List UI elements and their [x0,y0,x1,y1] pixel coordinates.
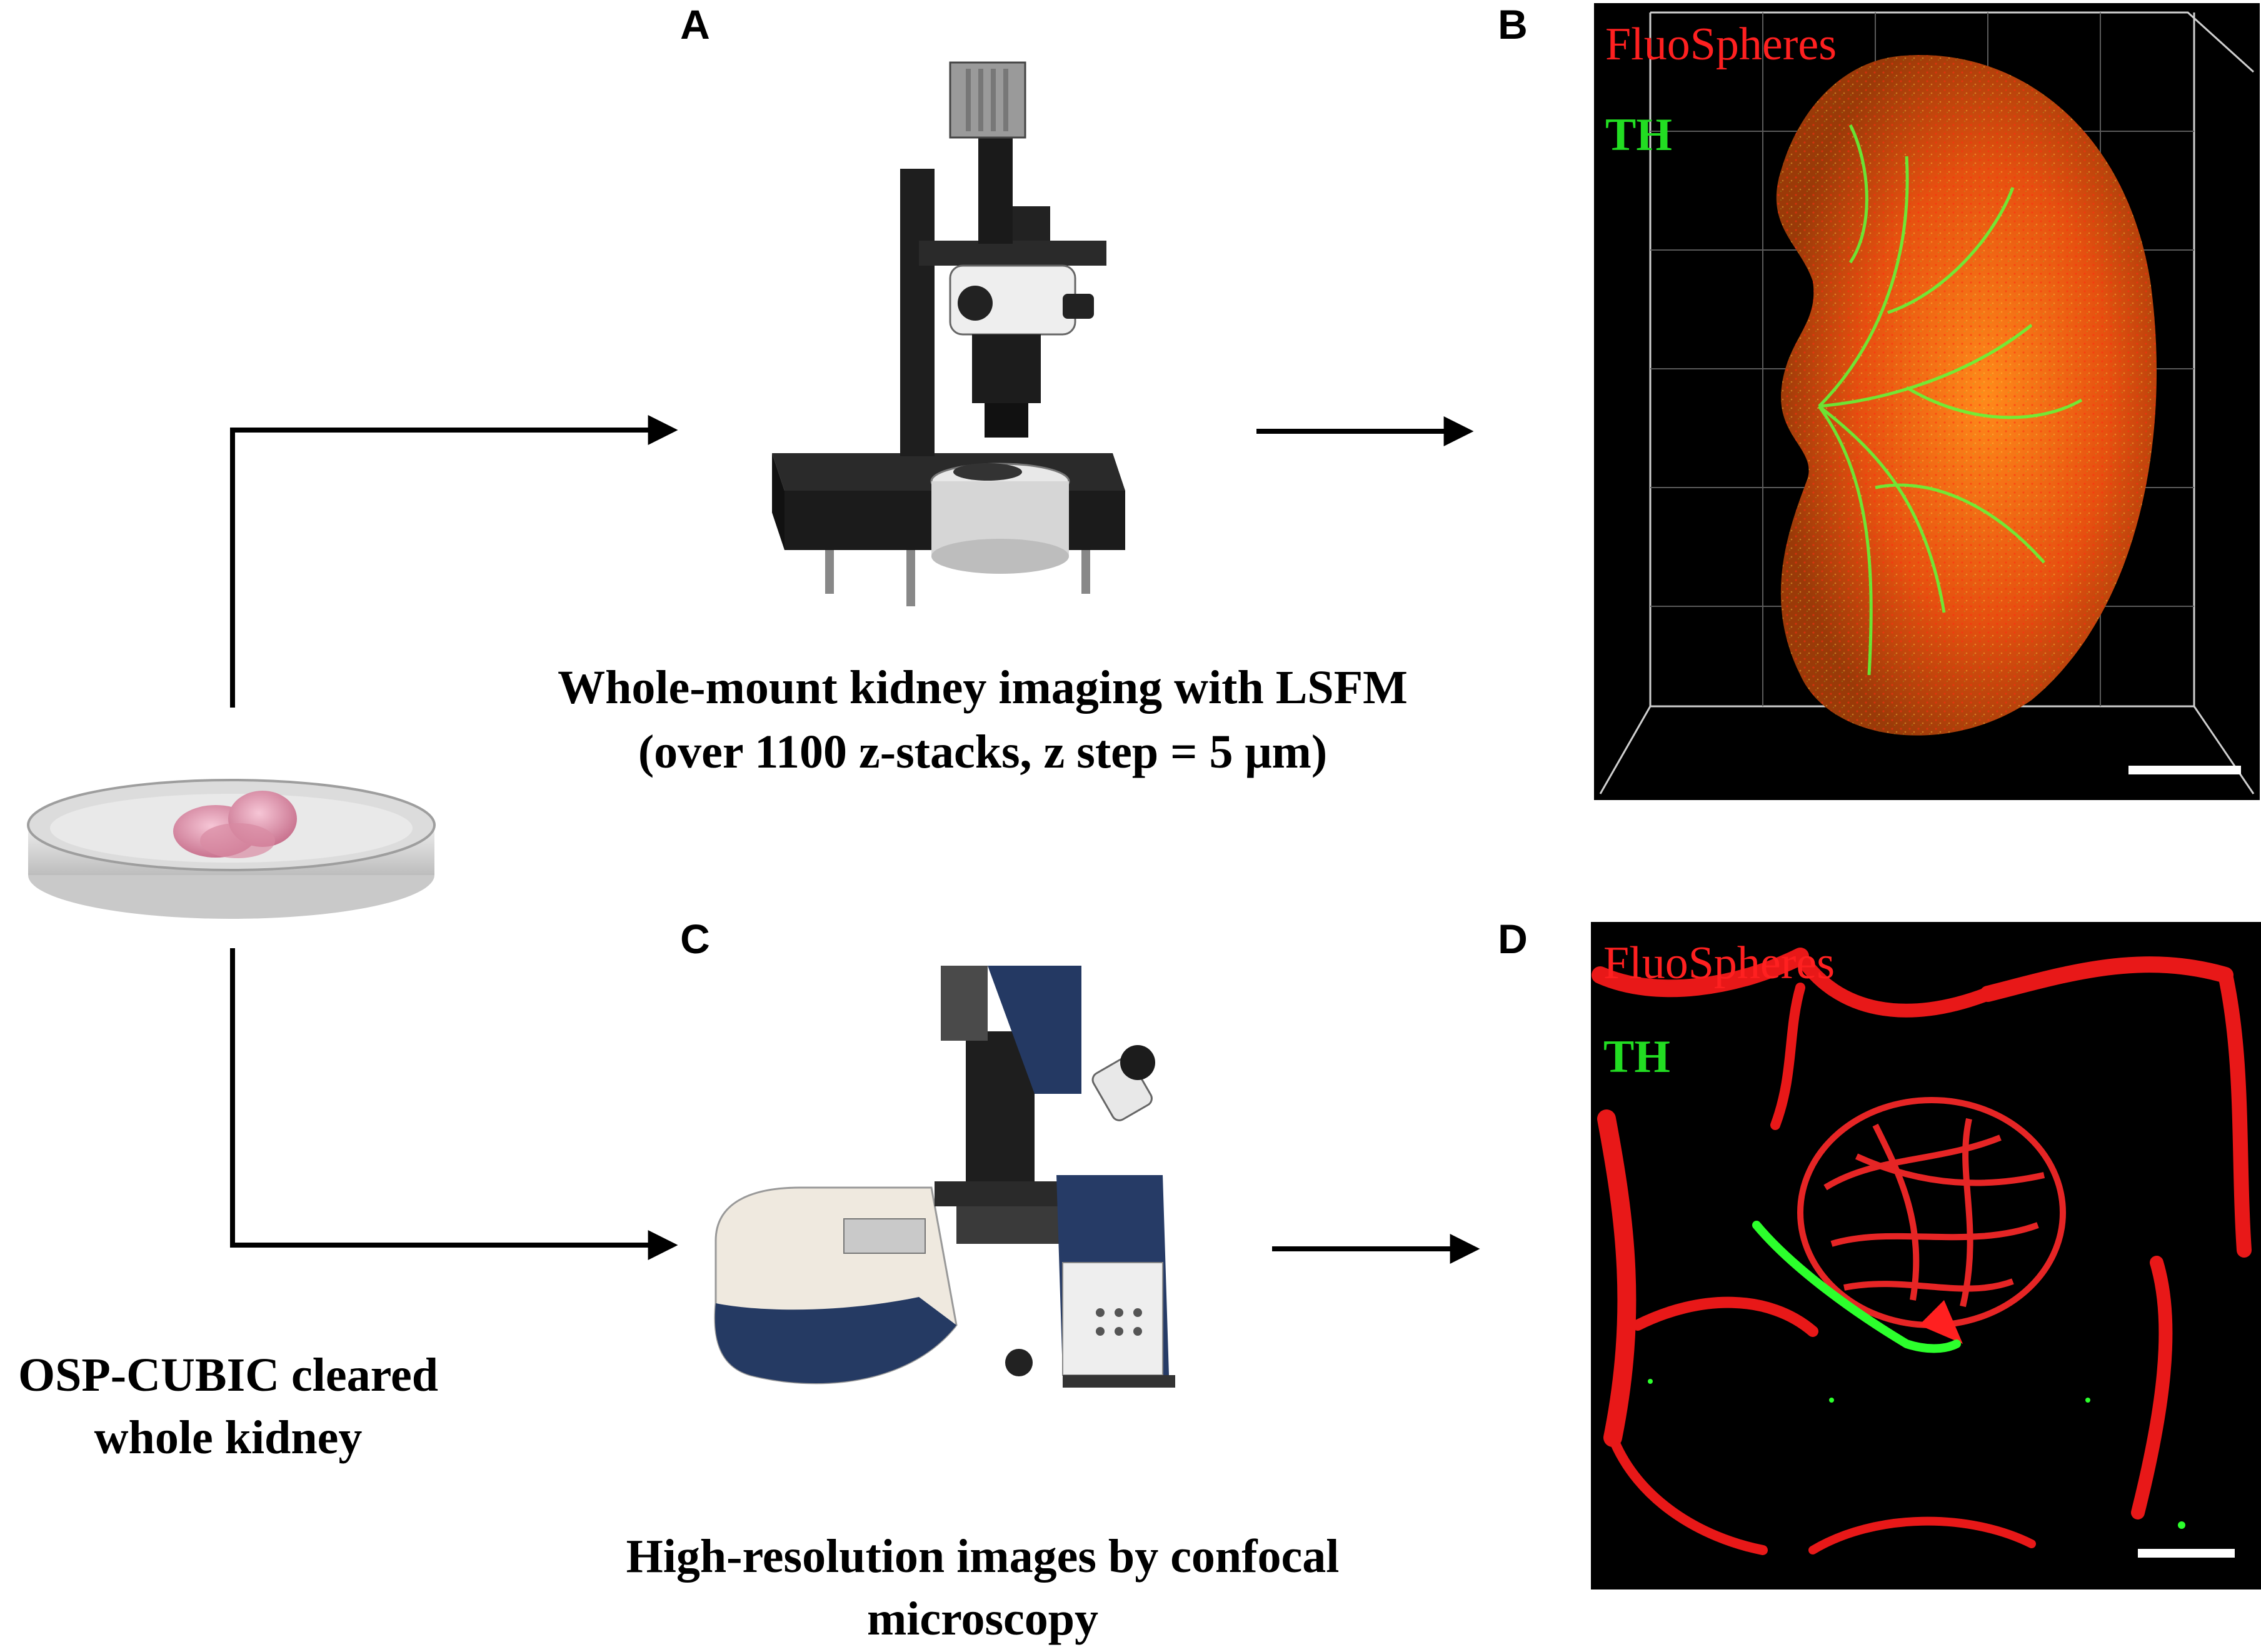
sample-caption-line2: whole kidney [94,1411,363,1464]
branch-arrow-top [230,415,678,708]
panel-b-kidney-3d-image: FluoSpheres TH [1594,3,2260,800]
panel-d-confocal-image: FluoSpheres TH [1591,922,2261,1589]
panel-d-label-fluospheres: FluoSpheres [1603,938,1835,989]
confocal-caption-line1: High-resolution images by confocal [626,1530,1340,1583]
panel-label-c: C [680,916,710,962]
lsfm-caption-line1: Whole-mount kidney imaging with LSFM [558,661,1408,714]
panel-b-label-fluospheres: FluoSpheres [1605,19,1837,70]
cleared-kidney-icon [173,791,297,858]
panel-b-label-th: TH [1605,109,1672,161]
panel-d-glomerulus [1797,1097,2066,1328]
panel-label-b: B [1498,1,1528,48]
confocal-microscope-illustration [714,966,1175,1388]
panel-label-a: A [680,1,710,48]
confocal-caption-line2: microscopy [867,1593,1098,1645]
branch-arrow-bottom [230,948,678,1260]
petri-dish-illustration [27,779,436,919]
lsfm-microscope-illustration [772,61,1125,606]
panel-d-label-th: TH [1603,1031,1670,1083]
lsfm-caption-line2: (over 1100 z-stacks, z step = 5 μm) [638,726,1327,778]
panel-label-d: D [1498,916,1528,962]
panel-b-scale-bar [2128,766,2241,774]
sample-caption-line1: OSP-CUBIC cleared [18,1349,438,1401]
panel-d-scale-bar [2138,1549,2235,1558]
